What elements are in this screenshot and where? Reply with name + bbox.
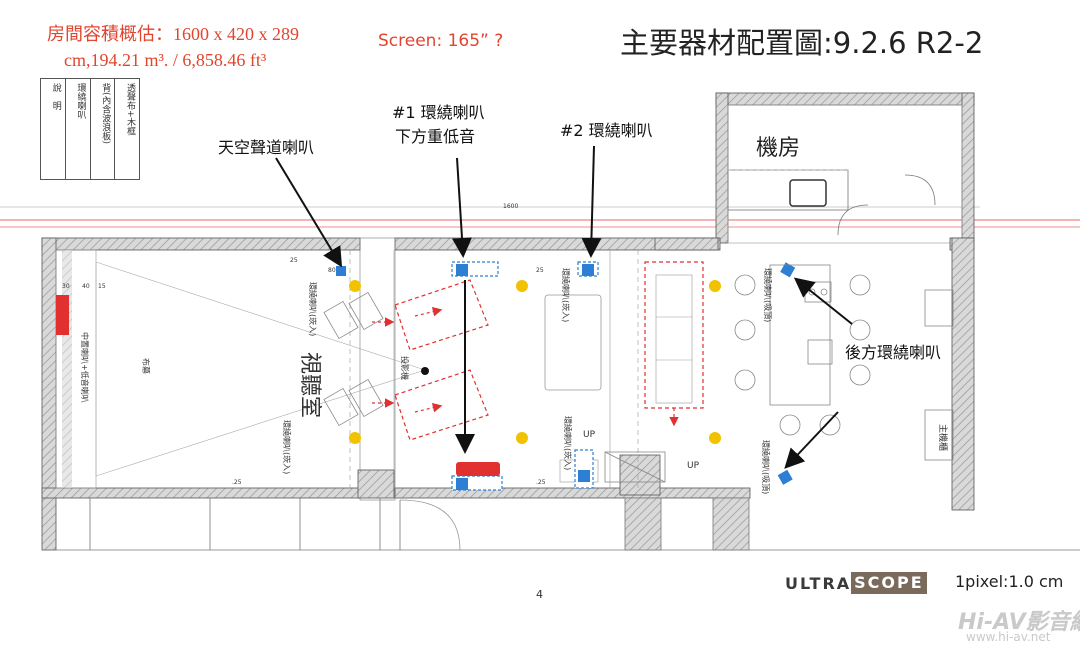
ceiling-speaker-icon [336, 266, 346, 276]
annotation-arrows [275, 145, 853, 469]
legend-col-4: 透聲布+木框 [125, 83, 135, 136]
surround-embedded-label-1: 環繞喇叭(崁入) [308, 282, 318, 336]
projector-dot [421, 367, 429, 375]
interior-lines [349, 250, 639, 488]
dim-15-label: 15 [98, 283, 106, 290]
dimension-1600-label: 1600 [503, 203, 518, 210]
up-label-2: UP [687, 461, 700, 471]
legend-col-1: 說 明 [41, 79, 66, 179]
theater-room-label: 視聽室 [297, 352, 322, 418]
dim-025-label-1: .25 [232, 479, 242, 486]
red-dashed-zones [394, 261, 704, 441]
dim-25-label-2: 25 [536, 267, 544, 274]
surround-2-annotation: #2 環繞喇叭 [560, 121, 653, 140]
surround-embedded-label-4: 環繞喇叭(崁入) [563, 416, 573, 470]
machine-room-counter [727, 169, 849, 211]
screen-size-label: Screen: 165” ? [378, 31, 504, 51]
ceiling-lights [349, 280, 721, 444]
projection-lines [95, 261, 426, 477]
ultrascope-logo: ULTRA SCOPE [785, 572, 927, 594]
rear-surround-speaker-bottom-icon [777, 469, 793, 485]
brand-part-1: ULTRA [785, 573, 852, 593]
page-title: 主要器材配置圖:9.2.6 R2-2 [620, 26, 984, 60]
projector-label: 投影機 [400, 356, 410, 380]
sink-icon [789, 179, 827, 207]
watermark-url: www.hi-av.net [966, 630, 1051, 644]
ceiling-speaker-annotation: 天空聲道喇叭 [218, 138, 315, 157]
dim-25-label: 25 [290, 257, 298, 264]
theater-seats [323, 291, 384, 427]
dim-40-label: 40 [82, 283, 90, 290]
main-cabinet-label: 主機櫃 [937, 424, 949, 451]
rear-surround-annotation: 後方環繞喇叭 [845, 343, 942, 362]
rear-surround-speaker-top-icon [780, 262, 796, 278]
room-volume-line-2: cm,194.21 m³. / 6,858.46 ft³ [64, 50, 267, 70]
machine-room [715, 92, 975, 244]
dim-30-label: 30 [62, 283, 70, 290]
room-volume-line-1: 房間容積概估：1600 x 420 x 289 [47, 24, 299, 44]
outer-walls [41, 237, 975, 551]
surround-1-annotation-line2: 下方重低音 [395, 127, 476, 146]
subwoofer-red-icon [456, 462, 500, 476]
page-number: 4 [536, 588, 543, 601]
surround-speaker-2-icon [582, 264, 594, 276]
surround-embedded-label-3: 環繞喇叭(崁入) [561, 268, 571, 322]
up-label-1: UP [583, 430, 596, 440]
surround-speaker-1-icon [456, 264, 468, 276]
kitchen-furniture [604, 264, 954, 483]
blue-speakers [336, 261, 796, 491]
dim-025-label-2: .25 [536, 479, 546, 486]
legend-col-2: 環繞喇叭 [66, 79, 91, 179]
dim-80-label: 80 [328, 267, 336, 274]
machine-room-label: 機房 [756, 136, 800, 161]
door-swing-icon [904, 174, 936, 206]
center-speaker-label: 中置喇叭+低音喇叭 [80, 332, 90, 403]
legend-col-3: 背(內含波浪板) [91, 79, 116, 179]
surround-1-annotation-line1: #1 環繞喇叭 [392, 103, 485, 122]
surround-hang-label-1: 環繞喇叭(吸頂) [763, 268, 773, 322]
watermark-logo: Hi-AV影音網 [958, 610, 1080, 635]
center-speaker-red [56, 295, 69, 335]
screen-label: 布幕 [141, 358, 151, 374]
surround-embedded-label-2: 環繞喇叭(崁入) [282, 420, 292, 474]
lower-structure [42, 497, 1080, 551]
surround-hang-label-2: 環繞喇叭(吸頂) [761, 440, 771, 494]
scale-note: 1pixel:1.0 cm [955, 572, 1064, 591]
sofa-outline [544, 294, 602, 391]
legend-table: 說 明 環繞喇叭 背(內含波浪板) 透聲布+木框 [40, 78, 140, 180]
brand-part-2: SCOPE [851, 572, 927, 594]
